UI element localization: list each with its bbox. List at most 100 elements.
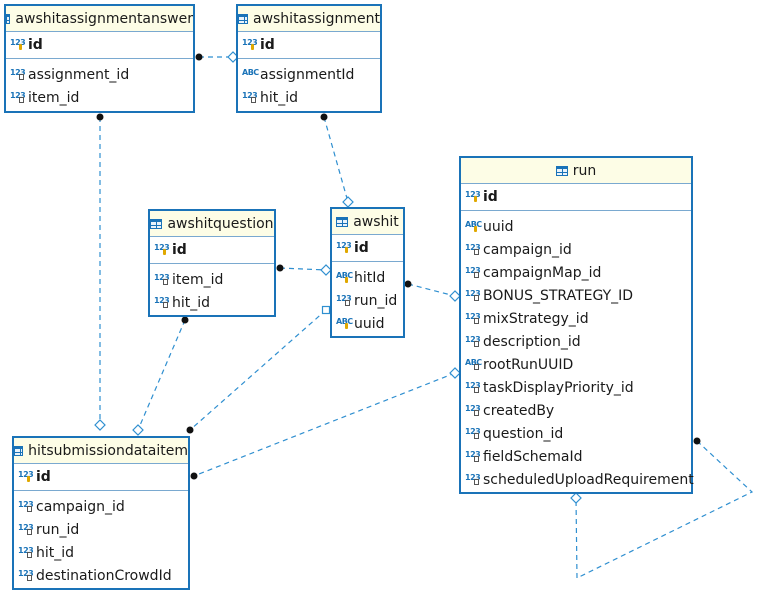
text-fk-icon: ABC bbox=[465, 357, 482, 370]
column-row: 123 taskDisplayPriority_id bbox=[461, 376, 691, 399]
entity-awshitassignmentanswer[interactable]: awshitassignmentanswer 123 id 123 assign… bbox=[4, 4, 195, 113]
dot-endpoint bbox=[186, 426, 194, 434]
numeric-fk-icon: 123 bbox=[10, 67, 26, 80]
diamond-endpoint bbox=[342, 196, 354, 208]
column-row: 123 description_id bbox=[461, 330, 691, 353]
entity-header: run bbox=[461, 158, 691, 184]
numeric-fk-icon: 123 bbox=[18, 499, 34, 512]
column-row: 123 hit_id bbox=[238, 86, 380, 109]
column-name: createdBy bbox=[483, 402, 555, 419]
numeric-fk-icon: 123 bbox=[465, 288, 481, 301]
table-icon bbox=[6, 13, 11, 24]
numeric-fk-icon: 123 bbox=[465, 403, 481, 416]
primary-key-row: 123 id bbox=[238, 32, 380, 59]
diamond-endpoint bbox=[570, 492, 582, 504]
column-row: 123 question_id bbox=[461, 422, 691, 445]
numeric-fk-icon: 123 bbox=[18, 522, 34, 535]
column-row: 123 createdBy bbox=[461, 399, 691, 422]
column-name: run_id bbox=[36, 521, 80, 538]
numeric-fk-icon: 123 bbox=[154, 272, 170, 285]
column-name: campaign_id bbox=[483, 241, 572, 258]
primary-key-row: 123 id bbox=[461, 184, 691, 211]
column-row: 123 fieldSchemaId bbox=[461, 445, 691, 468]
numeric-fk-icon: 123 bbox=[465, 311, 481, 324]
text-key-icon: ABC bbox=[465, 219, 482, 232]
column-name: rootRunUUID bbox=[483, 356, 574, 373]
entity-header: awshitassignmentanswer bbox=[6, 6, 193, 32]
table-icon bbox=[555, 165, 568, 176]
link-question-awshit bbox=[279, 267, 327, 271]
column-name: assignment_id bbox=[28, 66, 130, 83]
numeric-fk-icon: 123 bbox=[18, 568, 34, 581]
link-question-hitsubmission bbox=[137, 319, 186, 431]
column-name: run_id bbox=[354, 292, 398, 309]
entity-awshit[interactable]: awshit 123 id ABC hitId 123 run_id ABC u… bbox=[330, 207, 405, 338]
numeric-fk-icon: 123 bbox=[465, 334, 481, 347]
dot-endpoint bbox=[195, 53, 203, 61]
numeric-key-icon: 123 bbox=[18, 470, 34, 482]
column-name: uuid bbox=[483, 218, 514, 235]
entity-title: awshitassignmentanswer bbox=[15, 10, 193, 27]
table-icon bbox=[14, 445, 24, 456]
square-endpoint bbox=[321, 305, 331, 315]
column-name: hit_id bbox=[260, 89, 299, 106]
dot-endpoint bbox=[276, 264, 284, 272]
column-name: id bbox=[354, 240, 369, 256]
numeric-key-icon: 123 bbox=[336, 241, 352, 253]
link-awshit-run bbox=[407, 283, 456, 297]
dot-endpoint bbox=[190, 472, 198, 480]
dot-endpoint bbox=[320, 113, 328, 121]
numeric-key-icon: 123 bbox=[10, 38, 26, 50]
text-type-icon: ABC bbox=[242, 67, 259, 77]
column-name: hit_id bbox=[172, 294, 211, 311]
entity-run[interactable]: run 123 id ABC uuid 123 campaign_id 123 … bbox=[459, 156, 694, 494]
column-row: ABC rootRunUUID bbox=[461, 353, 691, 376]
column-name: hit_id bbox=[36, 544, 75, 561]
entity-awshitassignment[interactable]: awshitassignment 123 id ABC assignmentId… bbox=[236, 4, 382, 113]
column-name: mixStrategy_id bbox=[483, 310, 589, 327]
entity-title: run bbox=[572, 162, 597, 179]
link-awshit-hitsubmission bbox=[189, 309, 327, 431]
entity-hitsubmissiondataitem[interactable]: hitsubmissiondataitem 123 id 123 campaig… bbox=[12, 436, 190, 590]
column-row: 123 hit_id bbox=[14, 541, 188, 564]
entity-title: hitsubmissiondataitem bbox=[28, 442, 188, 459]
column-row: 123 campaign_id bbox=[14, 495, 188, 518]
entity-awshitquestion[interactable]: awshitquestion 123 id 123 item_id 123 hi… bbox=[148, 209, 276, 317]
numeric-fk-icon: 123 bbox=[465, 242, 481, 255]
column-row: ABC hitId bbox=[332, 266, 403, 289]
link-run-hitsubmission bbox=[193, 372, 456, 477]
text-key-icon: ABC bbox=[336, 316, 353, 329]
column-row: 123 assignment_id bbox=[6, 63, 193, 86]
numeric-key-icon: 123 bbox=[242, 38, 258, 50]
column-row: 123 item_id bbox=[150, 268, 274, 291]
column-name: assignmentId bbox=[260, 66, 355, 83]
column-name: hitId bbox=[354, 269, 386, 286]
entity-title: awshitassignment bbox=[252, 10, 380, 27]
column-name: campaign_id bbox=[36, 498, 125, 515]
column-name: id bbox=[36, 469, 51, 485]
column-name: description_id bbox=[483, 333, 581, 350]
table-icon bbox=[336, 216, 349, 227]
column-row: 123 mixStrategy_id bbox=[461, 307, 691, 330]
column-row: 123 campaign_id bbox=[461, 238, 691, 261]
numeric-key-icon: 123 bbox=[154, 243, 170, 255]
dot-endpoint bbox=[404, 280, 412, 288]
numeric-fk-icon: 123 bbox=[465, 426, 481, 439]
numeric-fk-icon: 123 bbox=[242, 90, 258, 103]
diamond-endpoint bbox=[94, 419, 106, 431]
column-row: 123 hit_id bbox=[150, 291, 274, 314]
column-name: id bbox=[260, 37, 275, 53]
numeric-fk-icon: 123 bbox=[465, 380, 481, 393]
numeric-fk-icon: 123 bbox=[336, 293, 352, 306]
text-key-icon: ABC bbox=[336, 270, 353, 283]
column-name: id bbox=[28, 37, 43, 53]
numeric-fk-icon: 123 bbox=[154, 295, 170, 308]
entity-header: awshitquestion bbox=[150, 211, 274, 237]
column-row: 123 run_id bbox=[14, 518, 188, 541]
dot-endpoint bbox=[181, 316, 189, 324]
column-name: item_id bbox=[172, 271, 224, 288]
primary-key-row: 123 id bbox=[6, 32, 193, 59]
entity-header: awshit bbox=[332, 209, 403, 235]
column-name: id bbox=[483, 189, 498, 205]
entity-title: awshit bbox=[353, 213, 399, 230]
